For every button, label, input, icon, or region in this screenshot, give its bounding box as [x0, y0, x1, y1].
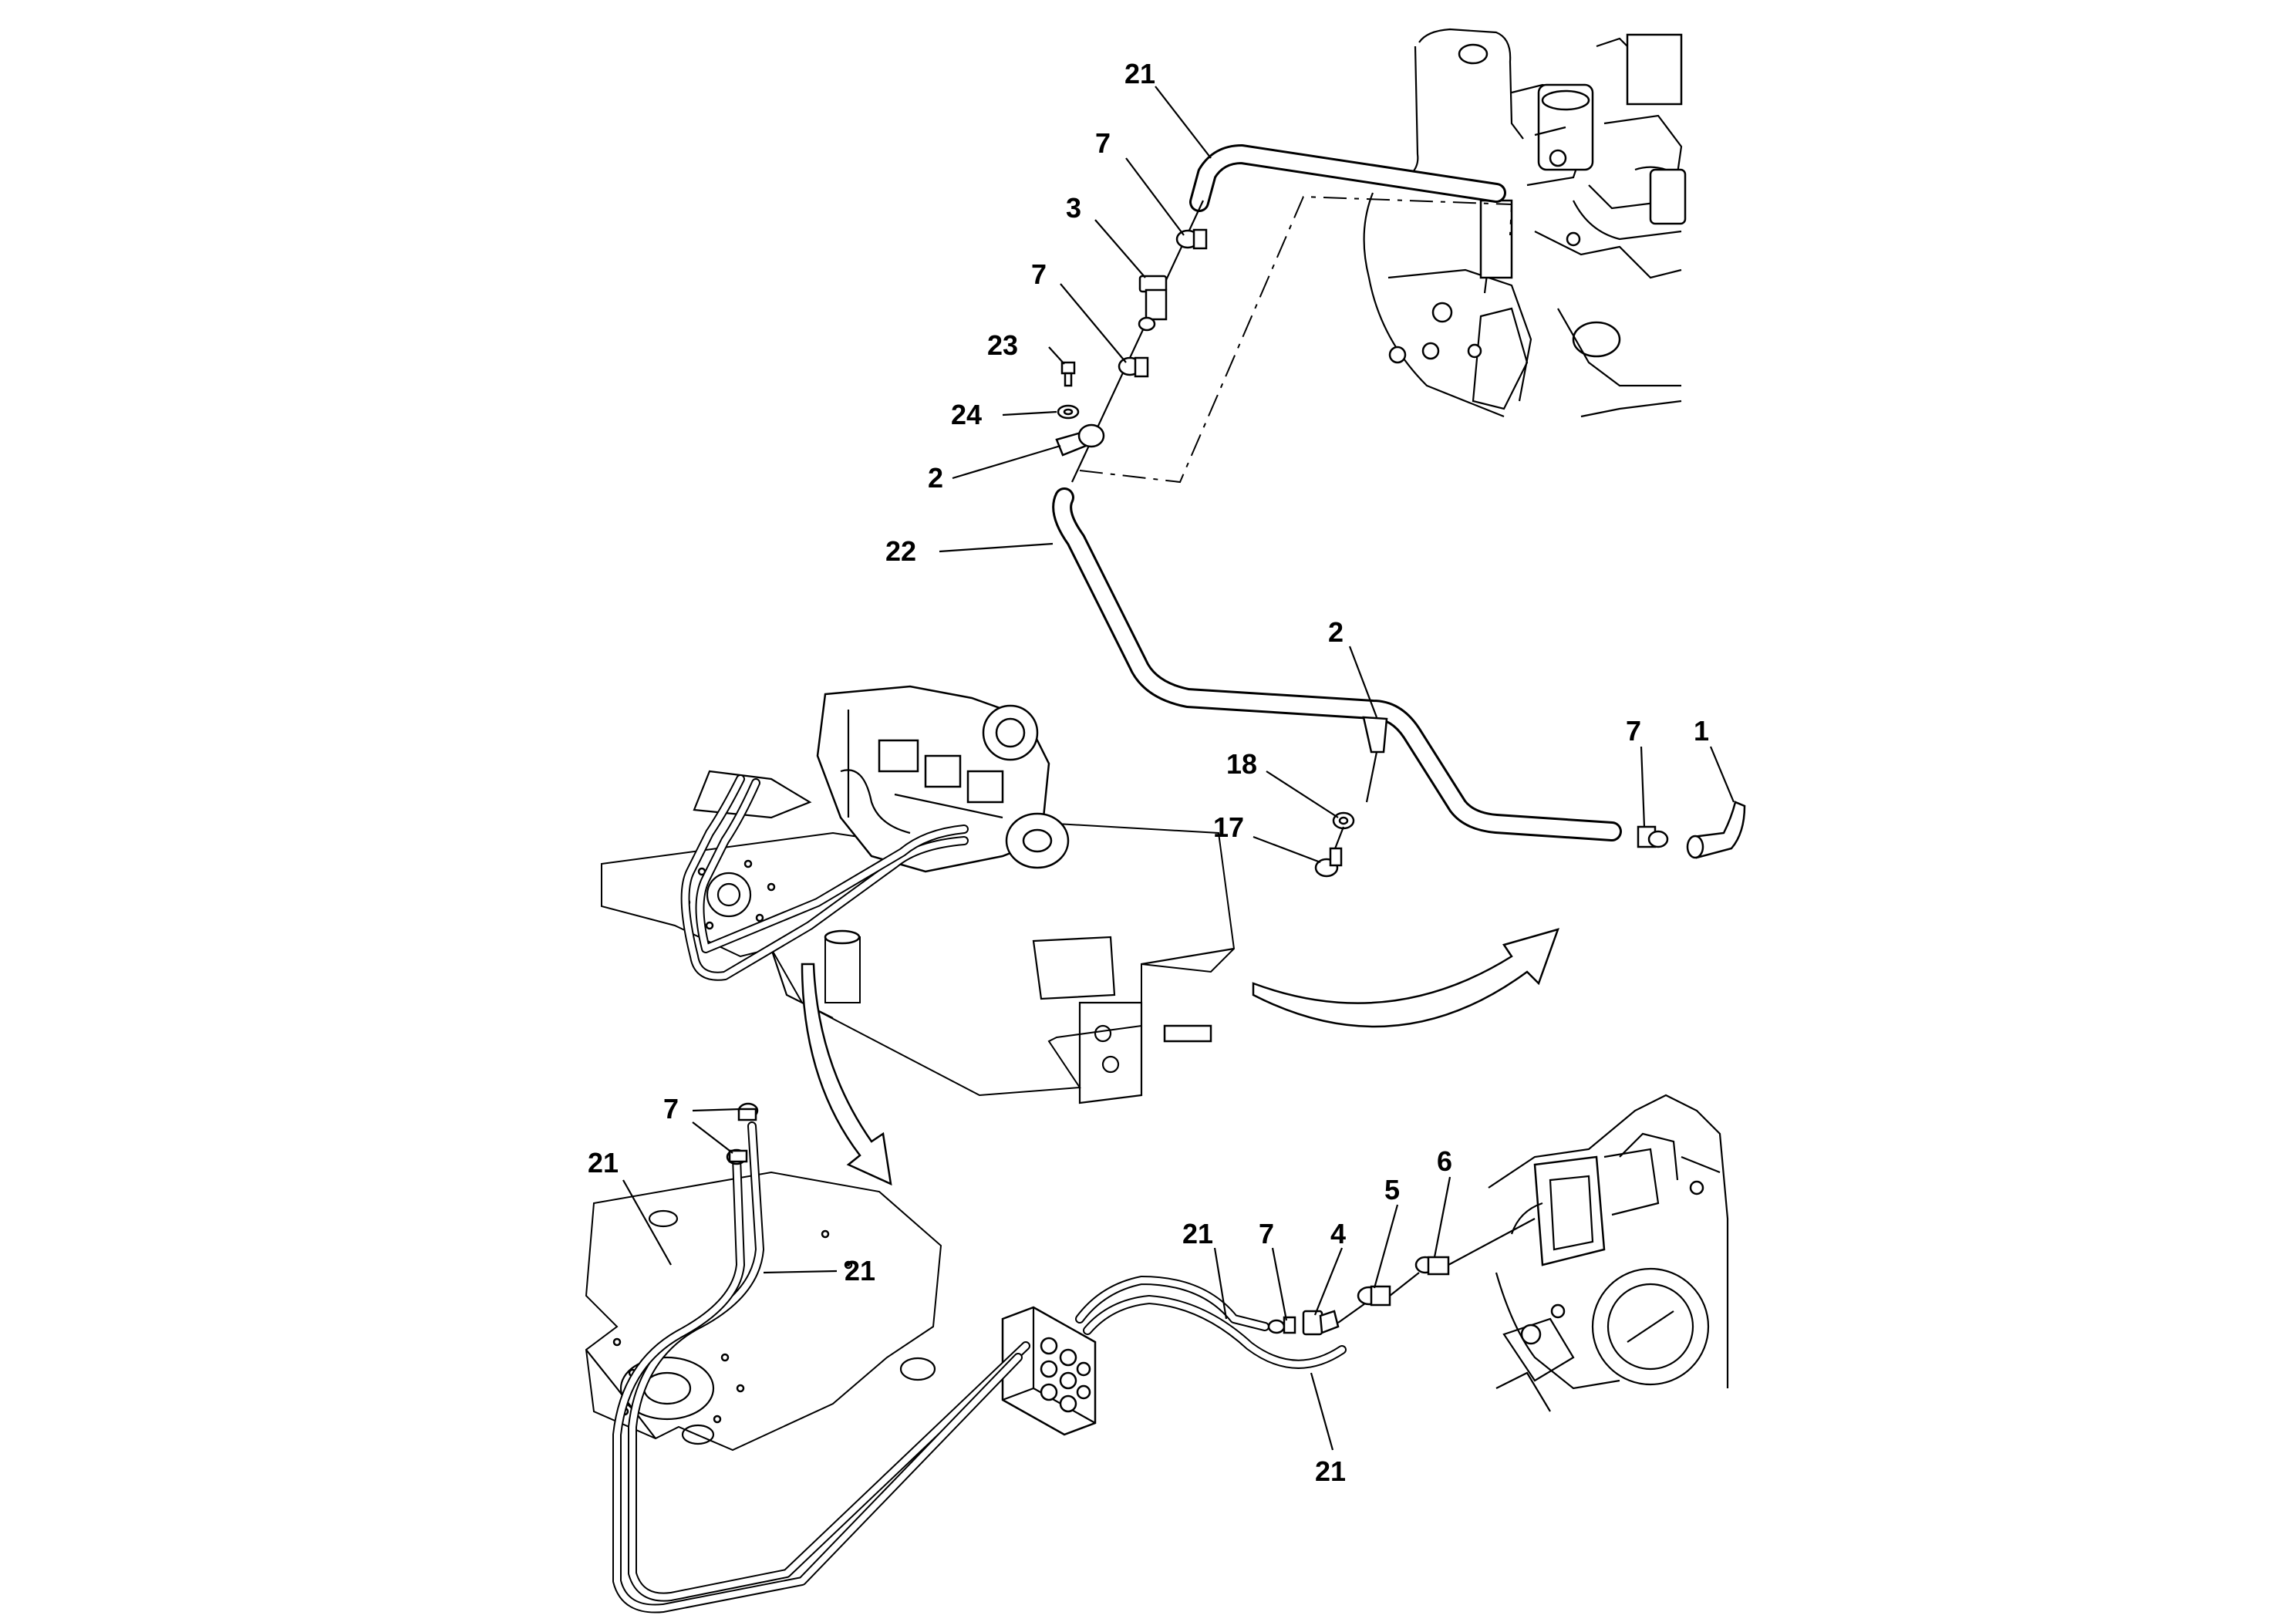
engine-detail-bottom [1488, 1094, 1729, 1412]
callout-top-21: 21 [1124, 58, 1155, 89]
elbow-fitting-1 [1686, 801, 1746, 859]
leader-lines [622, 86, 1735, 1451]
bolt-17 [1314, 826, 1345, 878]
callout-top-22: 22 [885, 535, 916, 567]
callout-bottom-5: 5 [1384, 1174, 1400, 1206]
machine-overview [601, 685, 1236, 1104]
callout-bottom-21a: 21 [588, 1147, 619, 1179]
callout-mid-17: 17 [1213, 811, 1244, 843]
clamp-7-middle [1118, 356, 1149, 378]
clamp-7-top [1175, 228, 1208, 250]
washer-24 [1057, 404, 1080, 420]
callout-mid-18: 18 [1226, 748, 1257, 780]
fitting-5 [1357, 1285, 1391, 1307]
callout-bottom-7a: 7 [663, 1093, 679, 1125]
bracket-2-mid [1362, 716, 1388, 803]
fitting-line-bottom [1337, 1218, 1536, 1324]
grommet-block [1001, 1306, 1097, 1436]
hose-21-bottom-right-a [1075, 1276, 1269, 1331]
callout-bottom-21d: 21 [1315, 1455, 1346, 1487]
curved-arrow-down-icon [801, 963, 892, 1186]
callout-top-2: 2 [928, 462, 943, 494]
callout-mid-7: 7 [1626, 715, 1641, 747]
callout-bottom-7b: 7 [1259, 1218, 1274, 1249]
clamp-7-bottom [1267, 1316, 1296, 1334]
bolt-23 [1060, 361, 1076, 387]
callout-mid-1: 1 [1694, 715, 1709, 747]
bracket-2-top [1055, 423, 1105, 457]
callout-top-7a: 7 [1095, 127, 1111, 159]
part-3-fitting [1138, 275, 1168, 332]
routing-line [1079, 195, 1513, 484]
callout-bottom-21b: 21 [845, 1255, 875, 1286]
fitting-4 [1302, 1310, 1340, 1336]
callout-bottom-6: 6 [1437, 1145, 1452, 1177]
hose-22 [1052, 487, 1622, 841]
callout-labels: 21 7 3 7 23 24 2 22 2 7 1 18 17 7 21 21 … [588, 58, 1709, 1487]
callout-top-23: 23 [987, 329, 1018, 361]
hose-21-bottom-right-b [1083, 1295, 1347, 1369]
clamp-7-mid [1637, 825, 1669, 848]
engine-detail-top [1363, 28, 1687, 418]
hose-21-top [1189, 144, 1506, 212]
callout-top-3: 3 [1066, 192, 1081, 224]
hose-21-bottom-left-a [628, 1121, 1030, 1602]
callout-bottom-21c: 21 [1182, 1218, 1213, 1249]
callout-top-24: 24 [951, 399, 982, 430]
callout-bottom-4: 4 [1330, 1218, 1346, 1249]
callout-mid-2: 2 [1328, 616, 1344, 648]
fitting-6 [1414, 1256, 1450, 1276]
curved-arrow-right-icon [1252, 928, 1559, 1028]
callout-top-7b: 7 [1031, 258, 1047, 290]
washer-18 [1332, 811, 1355, 830]
hose-21-bottom-left-b [612, 1152, 1023, 1614]
